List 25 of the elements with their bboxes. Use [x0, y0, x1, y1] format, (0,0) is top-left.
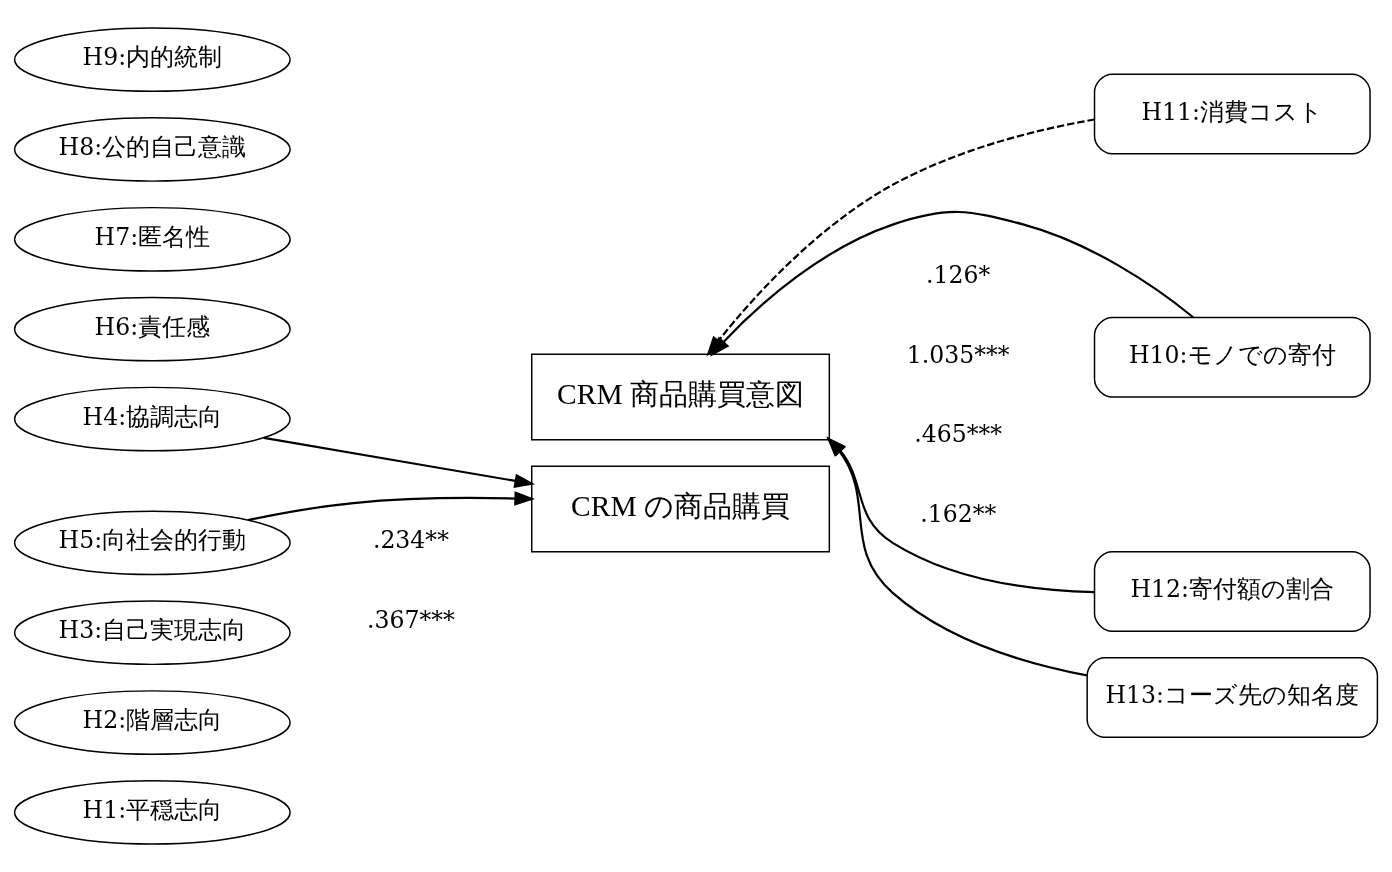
node-box: H11:消費コスト	[1093, 73, 1371, 155]
label: .162**	[920, 499, 997, 528]
node-ellipse: H4:協調志向	[13, 386, 291, 452]
node-box: CRM の商品購買	[531, 465, 831, 553]
arrow	[826, 436, 1088, 677]
label: .367***	[367, 605, 455, 634]
node-ellipse: H6:責任感	[13, 296, 291, 362]
node-ellipse: H9:内的統制	[13, 27, 291, 92]
node-ellipse: H5:向社会的行動	[13, 510, 291, 576]
label: .465***	[914, 420, 1003, 449]
node-box: H10:モノでの寄付	[1093, 316, 1371, 398]
label: .234**	[372, 526, 449, 555]
node-box: H12:寄付額の割合	[1093, 550, 1371, 632]
node-box: CRM 商品購買意図	[531, 353, 831, 441]
label: .126*	[926, 261, 991, 290]
node-ellipse: H2:階層志向	[13, 690, 291, 755]
arrow	[247, 491, 535, 522]
node-ellipse: H3:自己実現志向	[13, 600, 291, 666]
node-ellipse: H1:平穏志向	[13, 780, 291, 845]
node-box: H13:コーズ先の知名度	[1086, 657, 1379, 739]
node-ellipse: H7:匿名性	[13, 206, 291, 272]
arrow	[826, 436, 1095, 594]
label: 1.035***	[906, 340, 1010, 369]
node-ellipse: H8:公的自己意識	[13, 117, 291, 182]
arrow	[263, 436, 536, 488]
